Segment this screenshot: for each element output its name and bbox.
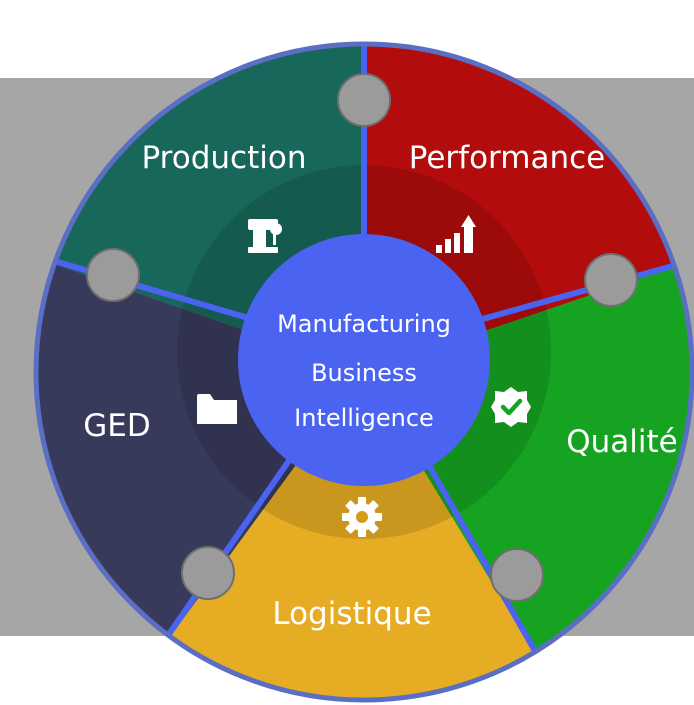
segment-label-ged: GED [83, 408, 150, 444]
connector-left [86, 248, 140, 302]
connector-top [337, 73, 391, 127]
segment-label-production: Production [142, 140, 307, 176]
segment-logistique [120, 372, 566, 700]
center-line-1: Manufacturing [277, 310, 451, 338]
segment-label-logistique: Logistique [272, 596, 431, 632]
center-line-2: Business [311, 359, 417, 387]
connector-right [584, 253, 638, 307]
folder-icon [197, 394, 237, 424]
gear-icon [342, 497, 382, 537]
check-badge-icon [491, 387, 531, 427]
segment-label-performance: Performance [409, 140, 605, 176]
connector-bottom-right [490, 548, 544, 602]
segment-label-qualite: Qualité [566, 424, 678, 460]
connector-nubs [86, 73, 638, 602]
center-line-3: Intelligence [294, 404, 434, 432]
bar-chart-arrow-icon [436, 215, 476, 253]
robot-arm-icon [248, 219, 282, 253]
connector-bottom-left [181, 546, 235, 600]
center-hub [238, 234, 490, 486]
wheel-rim [33, 41, 694, 703]
